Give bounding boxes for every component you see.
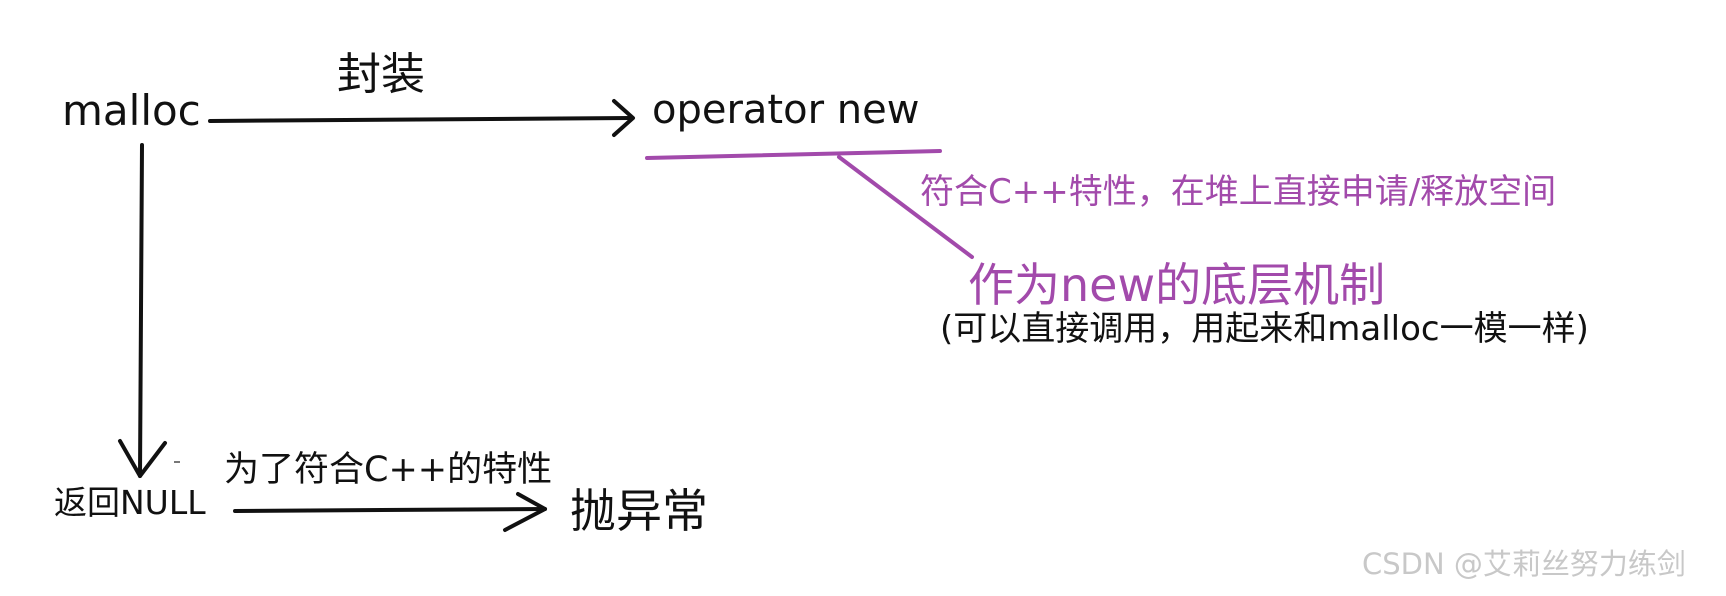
arrow-return-null-to-throw: [233, 507, 547, 513]
note-usage: (可以直接调用，用起来和malloc一模一样): [940, 309, 1589, 349]
watermark: CSDN @艾莉丝努力练剑: [1362, 547, 1686, 581]
arrowhead-throw: [503, 492, 547, 532]
node-return-null: 返回NULL: [54, 483, 206, 522]
arrow-malloc-to-operator-new: [208, 116, 633, 123]
mechanism-connector: [837, 155, 974, 259]
edge-label-wrap: 封装: [337, 49, 425, 100]
node-operator-new: operator new: [652, 87, 920, 133]
arrowhead-operator-new: [612, 99, 635, 137]
arrow-malloc-to-return-null: [138, 143, 144, 478]
edge-label-cpp-feature: 为了符合C++的特性: [224, 450, 553, 490]
node-malloc: malloc: [62, 86, 201, 135]
node-throw-exception: 抛异常: [570, 484, 708, 538]
note-mechanism: 作为new的底层机制: [968, 258, 1386, 312]
operator-new-underline: [645, 149, 942, 160]
note-feature: 符合C++特性，在堆上直接申请/释放空间: [920, 172, 1557, 212]
arrowhead-return-null: [118, 439, 167, 478]
